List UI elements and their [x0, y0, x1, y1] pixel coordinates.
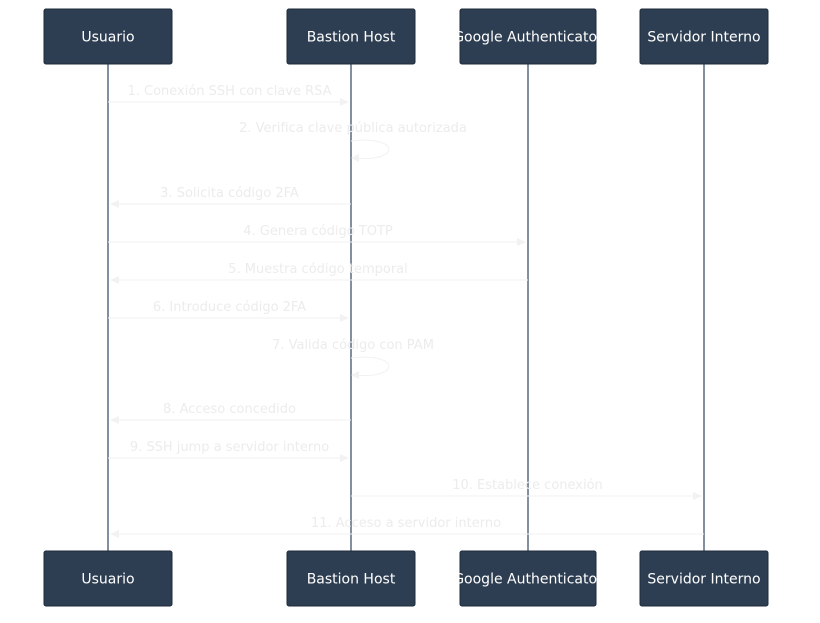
participant-box	[459, 8, 597, 65]
lifelines	[107, 64, 705, 551]
message-arrowhead	[351, 371, 359, 379]
message-2: 2. Verifica clave pública autorizada	[239, 121, 467, 162]
message-label: 6. Introduce código 2FA	[153, 300, 306, 315]
participant-box	[43, 550, 173, 607]
participant-label: Google Authenticator	[453, 572, 603, 588]
participant-bastion-bottom: Bastion Host	[286, 550, 416, 607]
participant-box	[286, 550, 416, 607]
message-label: 10. Establece conexión	[452, 478, 603, 493]
message-arrowhead	[351, 154, 359, 162]
message-arrowhead	[110, 200, 119, 208]
participant-box	[639, 8, 769, 65]
participant-label: Servidor Interno	[647, 572, 760, 588]
message-arrowhead	[340, 454, 349, 462]
message-11: 11. Acceso a servidor interno	[110, 516, 704, 538]
message-8: 8. Acceso concedido	[110, 402, 351, 424]
message-arrowhead	[110, 530, 119, 538]
participant-usuario-top: Usuario	[43, 8, 173, 65]
participant-label: Google Authenticator	[453, 30, 603, 46]
message-arrowhead	[110, 416, 119, 424]
message-label: 3. Solicita código 2FA	[160, 186, 299, 201]
message-4: 4. Genera código TOTP	[108, 224, 526, 246]
message-6: 6. Introduce código 2FA	[108, 300, 349, 322]
participant-box	[286, 8, 416, 65]
participant-label: Usuario	[81, 30, 134, 46]
participant-label: Bastion Host	[307, 572, 396, 588]
message-1: 1. Conexión SSH con clave RSA	[108, 84, 349, 106]
participant-bastion-top: Bastion Host	[286, 8, 416, 65]
message-arrowhead	[517, 238, 526, 246]
message-label: 8. Acceso concedido	[163, 402, 296, 417]
message-arrowhead	[693, 492, 702, 500]
participant-label: Usuario	[81, 572, 134, 588]
message-7: 7. Valida código con PAM	[272, 338, 434, 379]
message-label: 9. SSH jump a servidor interno	[130, 440, 329, 455]
message-label: 1. Conexión SSH con clave RSA	[127, 84, 331, 99]
message-label: 7. Valida código con PAM	[272, 338, 434, 353]
message-9: 9. SSH jump a servidor interno	[108, 440, 349, 462]
message-label: 2. Verifica clave pública autorizada	[239, 121, 467, 136]
message-arrowhead	[340, 98, 349, 106]
message-arrow-line	[350, 356, 390, 377]
message-10: 10. Establece conexión	[351, 478, 702, 500]
message-arrowhead	[340, 314, 349, 322]
messages: 1. Conexión SSH con clave RSA 2. Verifica…	[108, 84, 704, 538]
participant-box	[43, 8, 173, 65]
message-label: 4. Genera código TOTP	[243, 224, 393, 239]
participant-box	[639, 550, 769, 607]
message-label: 11. Acceso a servidor interno	[311, 516, 501, 531]
message-label: 5. Muestra código temporal	[228, 262, 408, 277]
participant-label: Bastion Host	[307, 30, 396, 46]
participant-gauth-bottom: Google Authenticator	[453, 550, 603, 607]
participant-label: Servidor Interno	[647, 30, 760, 46]
message-3: 3. Solicita código 2FA	[110, 186, 351, 208]
participant-gauth-top: Google Authenticator	[453, 8, 603, 65]
participant-usuario-bottom: Usuario	[43, 550, 173, 607]
message-arrow-line	[350, 139, 390, 160]
participant-box	[459, 550, 597, 607]
participant-servidor-bottom: Servidor Interno	[639, 550, 769, 607]
message-arrowhead	[110, 276, 119, 284]
participant-servidor-top: Servidor Interno	[639, 8, 769, 65]
message-5: 5. Muestra código temporal	[110, 262, 528, 284]
